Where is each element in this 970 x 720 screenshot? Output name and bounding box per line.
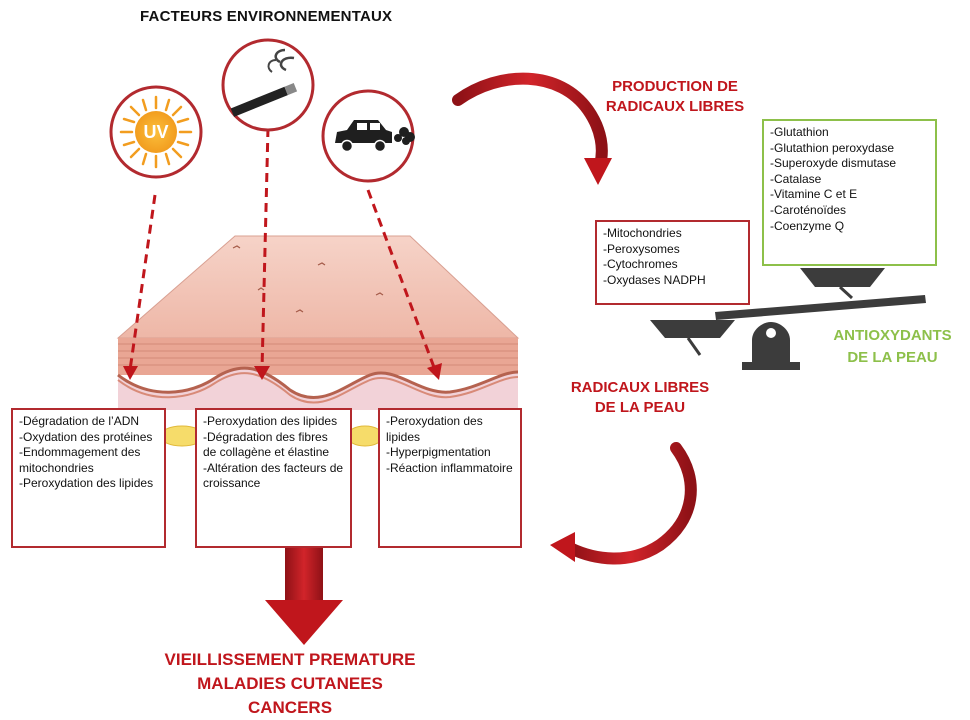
- exposure-dashed-lines: [128, 127, 437, 371]
- down-arrow: [265, 545, 343, 645]
- radicals-title-line1: RADICAUX LIBRES: [570, 379, 710, 396]
- antioxidant-item: -Caroténoïdes: [770, 202, 847, 217]
- curved-arrow-return: [550, 442, 697, 565]
- outcome-line: MALADIES CUTANEES: [197, 674, 383, 693]
- page-title: FACTEURS ENVIRONNEMENTAUX: [140, 8, 393, 25]
- effect-item: -Réaction inflammatoire: [386, 460, 513, 475]
- production-title: PRODUCTION DE RADICAUX LIBRES: [585, 77, 765, 117]
- antioxidants-title-line2: DE LA PEAU: [847, 349, 938, 366]
- skin-illustration: [116, 235, 520, 447]
- effect-item: -Peroxydation des lipides: [203, 414, 338, 428]
- sources-box: -Mitochondries -Peroxysomes -Cytochromes…: [595, 220, 750, 305]
- effect-item: -Dégradation de l’ADN: [19, 414, 140, 428]
- outcome-line: VIEILLISSEMENT PREMATURE: [164, 650, 416, 669]
- effects-box-smoke: -Peroxydation des lipides -Dégradation d…: [195, 408, 352, 548]
- production-title-line2: RADICAUX LIBRES: [605, 98, 745, 115]
- antioxidants-title-line1: ANTIOXYDANTS: [833, 327, 952, 344]
- antioxidant-item: -Glutathion: [770, 125, 829, 139]
- outcomes-text: VIEILLISSEMENT PREMATURE MALADIES CUTANE…: [10, 648, 570, 720]
- source-item: -Peroxysomes: [603, 241, 680, 256]
- radicals-title: RADICAUX LIBRES DE LA PEAU: [555, 378, 725, 418]
- sun-uv-icon: [109, 85, 203, 179]
- antioxidant-item: -Vitamine C et E: [770, 187, 858, 202]
- curved-arrow-production: [452, 72, 612, 185]
- radicals-title-line2: DE LA PEAU: [594, 399, 686, 416]
- outcome-line: CANCERS: [247, 698, 333, 717]
- effect-item: -Altération des facteurs de croissance: [203, 460, 344, 491]
- antioxidant-item: -Catalase: [770, 171, 822, 186]
- antioxidants-box: -Glutathion -Glutathion peroxydase -Supe…: [762, 119, 937, 266]
- antioxidant-item: -Glutathion peroxydase: [770, 140, 895, 155]
- effect-item: -Endommagement des mitochondries: [19, 445, 141, 475]
- effect-item: -Dégradation des fibres de collagène et …: [203, 429, 330, 460]
- cigarette-icon: [221, 38, 315, 132]
- production-title-line1: PRODUCTION DE: [612, 78, 738, 95]
- source-item: -Oxydases NADPH: [603, 272, 706, 287]
- antioxidant-item: -Superoxyde dismutase: [770, 156, 897, 171]
- effects-box-uv: -Dégradation de l’ADN -Oxydation des pro…: [11, 408, 166, 548]
- car-exhaust-icon: [321, 89, 415, 183]
- effects-box-pollution: -Peroxydation des lipides -Hyperpigmenta…: [378, 408, 522, 548]
- antioxidant-item: -Coenzyme Q: [770, 218, 845, 233]
- source-item: -Mitochondries: [603, 226, 682, 240]
- uv-label: UV: [143, 122, 169, 142]
- source-item: -Cytochromes: [603, 257, 678, 272]
- balance-scale-icon: [650, 268, 926, 370]
- effect-item: -Peroxydation des lipides: [386, 414, 483, 444]
- effect-item: -Oxydation des protéines: [19, 429, 153, 444]
- effect-item: -Hyperpigmentation: [386, 445, 491, 460]
- effect-item: -Peroxydation des lipides: [19, 476, 154, 491]
- antioxidants-title: ANTIOXYDANTS DE LA PEAU: [820, 325, 965, 369]
